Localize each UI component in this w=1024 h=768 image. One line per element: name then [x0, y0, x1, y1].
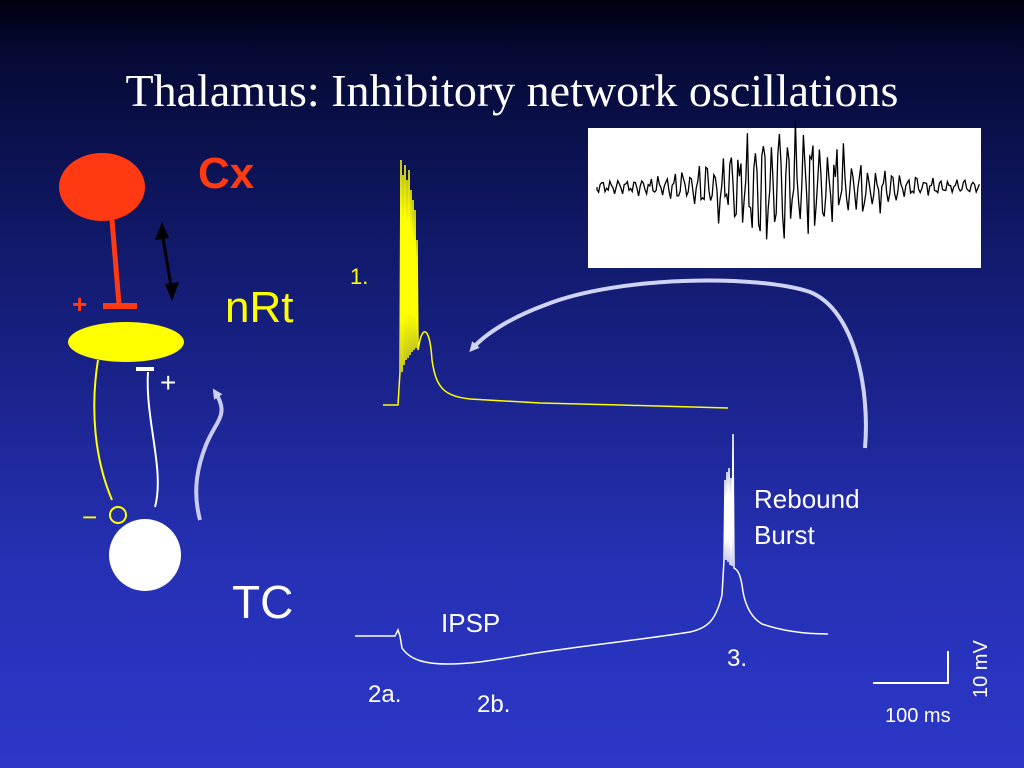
cx-nrt-bidirectional-arrow — [160, 231, 174, 293]
trace-1-label: 1. — [350, 264, 368, 289]
eeg-spindle-trace — [596, 120, 981, 240]
trace-2a-label: 2a. — [368, 681, 401, 708]
nrt-burst-trace — [383, 159, 729, 409]
cx-nrt-plus-sign: + — [72, 289, 87, 319]
tc-nrt-plus-sign: + — [160, 367, 176, 398]
scale-bar — [873, 651, 949, 684]
tc-minus-sign: − — [82, 502, 97, 532]
scale-time-label: 100 ms — [885, 705, 951, 727]
tc-ipsp-rebound-trace — [355, 433, 829, 665]
arrowhead-down — [165, 282, 179, 301]
nrt-label: nRt — [225, 283, 293, 332]
wavy-feedback-arrow — [194, 388, 224, 521]
nrt-neuron — [68, 322, 184, 362]
tc-label: TC — [232, 576, 293, 628]
scale-voltage-label: 10 mV — [970, 640, 992, 698]
ipsp-label: IPSP — [441, 608, 500, 638]
trace-3-label: 3. — [727, 645, 747, 672]
burst-label: Burst — [754, 520, 815, 550]
inhibitory-synapse — [109, 506, 127, 524]
tc-to-nrt-axon — [146, 371, 159, 508]
rebound-label: Rebound — [754, 484, 860, 514]
trace-2b-label: 2b. — [477, 691, 510, 718]
tc-neuron — [109, 519, 181, 591]
rebound-to-nrt-arrow — [469, 278, 868, 449]
arrowhead-up — [155, 222, 169, 240]
eeg-spindle-inset — [588, 128, 981, 268]
cx-axon — [109, 219, 122, 305]
cx-label: Cx — [198, 149, 255, 198]
nrt-to-tc-axon — [93, 359, 113, 501]
slide-title: Thalamus: Inhibitory network oscillation… — [125, 65, 899, 116]
cx-neuron — [59, 153, 145, 221]
